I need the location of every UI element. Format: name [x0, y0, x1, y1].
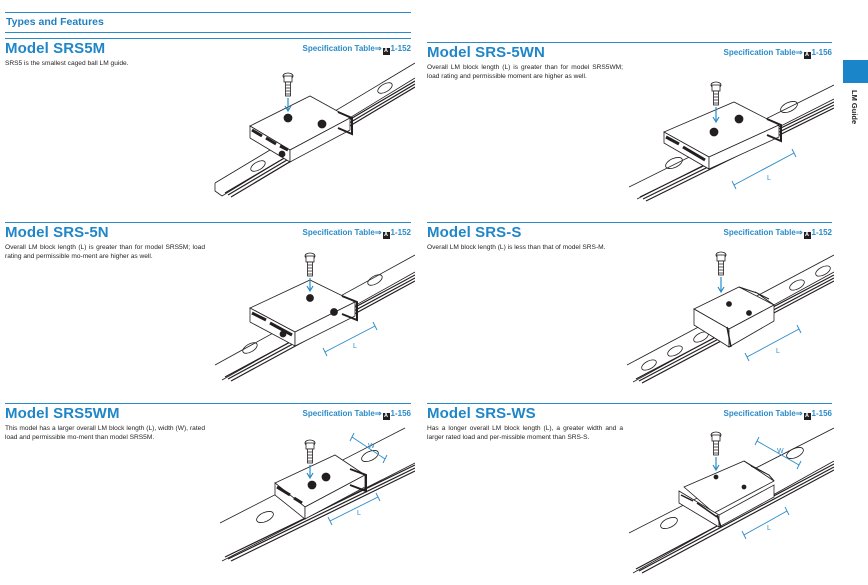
rail-hole [250, 160, 266, 172]
length-dimension [327, 492, 381, 526]
section-divider [5, 222, 411, 223]
section-divider [5, 38, 411, 39]
spec-table-label: Specification Table⇒ [723, 228, 803, 237]
width-dimension-label: W [777, 448, 784, 455]
spec-table-label: Specification Table⇒ [723, 409, 803, 418]
model-title: Model SRS5WM [5, 405, 120, 422]
document-a-icon: A [803, 413, 811, 420]
model-title: Model SRS-WS [427, 405, 536, 422]
width-dimension [754, 436, 802, 470]
lm-guide-drawing [214, 62, 415, 198]
length-dimension-label: L [353, 343, 357, 350]
document-a-icon: A [382, 48, 390, 55]
spec-table-label: Specification Table⇒ [723, 48, 803, 57]
spec-table-page: 1-152 [390, 44, 411, 53]
lm-guide-drawing: L [214, 252, 415, 382]
document-a-icon: A [382, 413, 390, 420]
spec-table-page: 1-152 [390, 228, 411, 237]
model-description: Overall LM block length (L) is less than… [427, 244, 606, 251]
rail-hole [377, 82, 393, 94]
section-divider [427, 222, 832, 223]
spec-table-label: Specification Table⇒ [302, 409, 382, 418]
model-title: Model SRS-S [427, 224, 522, 241]
lm-guide-drawing: L [626, 251, 834, 384]
spec-table-page: 1-156 [811, 409, 832, 418]
page-section-title: Types and Features [6, 16, 104, 28]
length-dimension-label: L [767, 175, 771, 182]
width-dimension-label: W [368, 443, 375, 450]
insert-arrow [284, 98, 292, 113]
block-hole [317, 119, 327, 129]
length-dimension [322, 321, 378, 357]
model-title: Model SRS-5WN [427, 44, 545, 61]
document-a-icon: A [382, 232, 390, 239]
model-description: Overall LM block length (L) is greater t… [427, 64, 623, 81]
model-title: Model SRS5M [5, 40, 106, 57]
length-dimension [741, 506, 790, 540]
section-divider [427, 42, 832, 43]
model-description: SRS5 is the smallest caged ball LM guide… [5, 60, 129, 67]
width-dimension [349, 432, 388, 464]
block-hole [283, 113, 293, 123]
length-dimension [731, 148, 797, 190]
length-dimension-label: L [776, 348, 780, 355]
spec-table-label: Specification Table⇒ [302, 228, 382, 237]
spec-table-label: Specification Table⇒ [302, 44, 382, 53]
model-description: Has a longer overall LM block length (L)… [427, 425, 623, 442]
lm-guide-drawing: W L [628, 427, 834, 574]
block-side [289, 117, 351, 163]
chapter-tab[interactable] [843, 60, 868, 83]
model-description: Overall LM block length (L) is greater t… [5, 244, 205, 261]
spec-table-page: 1-156 [811, 48, 832, 57]
lm-guide-drawing: L [628, 81, 834, 202]
length-dimension-label: L [767, 525, 771, 532]
lm-guide-drawing: W L [219, 427, 415, 562]
document-a-icon: A [803, 232, 811, 239]
end-seal [337, 111, 353, 136]
model-description: This model has a larger overall LM block… [5, 425, 205, 442]
section-divider [5, 403, 411, 404]
length-dimension-label: L [357, 510, 361, 517]
chapter-tab-label: LM Guide [850, 90, 859, 125]
mounting-bolt [282, 72, 294, 97]
spec-table-page: 1-152 [811, 228, 832, 237]
section-divider [427, 403, 832, 404]
length-dimension [744, 324, 802, 362]
page-section-header: Types and Features [5, 12, 411, 33]
model-title: Model SRS-5N [5, 224, 109, 241]
spec-table-page: 1-156 [390, 409, 411, 418]
document-a-icon: A [803, 52, 811, 59]
